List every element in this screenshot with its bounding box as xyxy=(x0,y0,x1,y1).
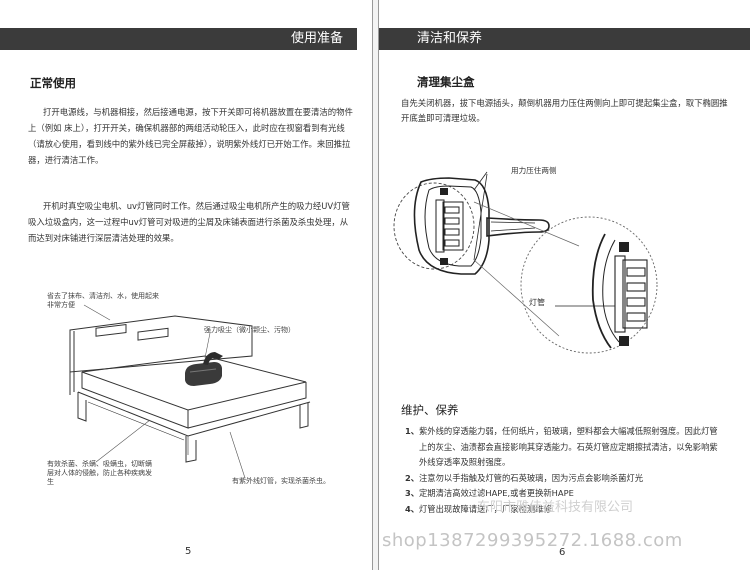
right-page: 清洁和保养 清理集尘盒 自先关闭机器，拔下电源插头，颠倒机器用力压住两侧向上即可… xyxy=(379,0,750,570)
list-item: 2、注意勿以手指触及灯管的石英玻璃，因为污点会影响杀菌灯光 xyxy=(405,472,644,483)
annotation-sterilize: 有效杀菌、杀螨、吸螨虫，切断螨层对人体的侵触，防止各种疾病发生 xyxy=(47,460,152,486)
left-header-title: 使用准备 xyxy=(290,31,343,46)
list-item: 1、紫外线的穿透能力弱，任何纸片，铅玻璃，塑料都会大幅减低照射强度。因此灯管上的… xyxy=(405,426,718,467)
list-item: 4、灯管出现故障请送厂，厂家检测维修 xyxy=(405,503,552,514)
left-header-bar: 使用准备 xyxy=(0,28,357,50)
right-header-bar: 清洁和保养 xyxy=(379,28,750,50)
right-header-title: 清洁和保养 xyxy=(417,31,483,46)
annotation-strong-suction: 强力吸尘（微小颗尘、污物） xyxy=(204,326,295,334)
working-paragraph: 开机时真空吸尘电机、uv灯管同时工作。然后通过吸尘电机所产生的吸力经UV灯管吸入… xyxy=(28,201,350,243)
maintenance-title: 维护、保养 xyxy=(401,403,459,417)
callout-lamp: 灯管 xyxy=(529,298,545,307)
intro-paragraph: 打开电源线，与机器相接，然后接通电源，按下开关即可将机器放置在要清洁的物件上（例… xyxy=(28,107,353,165)
watermark-company: 东阳市雅佳益科技有限公司 xyxy=(477,500,634,515)
left-page: 使用准备 正常使用 打开电源线，与机器相接，然后接通电源，按下开关即可将机器放置… xyxy=(0,0,372,570)
dust-box-paragraph: 自先关闭机器，拔下电源插头，颠倒机器用力压住两侧向上即可提起集尘盒，取下椭圆推开… xyxy=(401,98,728,123)
maintenance-list: 1、紫外线的穿透能力弱，任何纸片，铅玻璃，塑料都会大幅减低照射强度。因此灯管上的… xyxy=(405,424,725,517)
normal-use-title: 正常使用 xyxy=(30,76,76,90)
annotation-convenient: 省去了抹布、清洁剂、水，使用起来非常方便 xyxy=(47,292,159,309)
dust-box-diagram xyxy=(393,171,658,354)
dust-box-title: 清理集尘盒 xyxy=(417,75,475,89)
bed-illustration xyxy=(69,304,311,479)
page-fold xyxy=(372,0,379,570)
right-page-number: 6 xyxy=(559,547,566,558)
annotation-uv-lamp: 有紫外线灯管，实现杀菌杀虫。 xyxy=(232,477,330,485)
list-item: 3、定期清洁高效过滤HAPE,或者更换新HAPE xyxy=(405,488,574,498)
callout-press-sides: 用力压住两侧 xyxy=(511,166,557,175)
watermark-url: shop1387299395272.1688.com xyxy=(382,530,683,551)
left-page-number: 5 xyxy=(185,546,192,557)
